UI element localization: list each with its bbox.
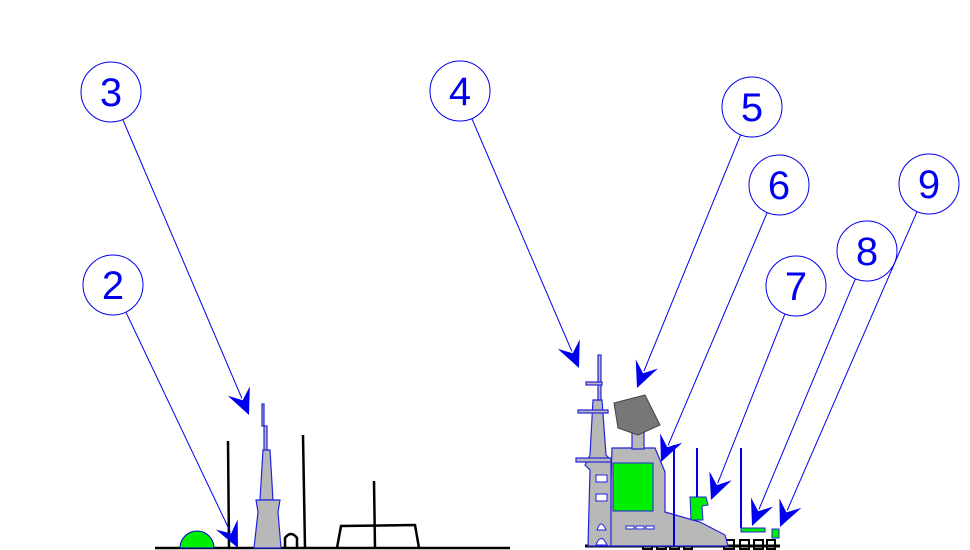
callout-label: 2 <box>102 264 124 308</box>
aft-equipment <box>689 496 709 521</box>
arrowhead-icon <box>216 519 238 548</box>
windows <box>595 474 655 546</box>
callout-label: 9 <box>918 163 940 207</box>
callout-circle <box>898 153 960 215</box>
main-mast <box>584 399 612 547</box>
mast-top <box>597 354 602 401</box>
callout-circle <box>721 76 783 138</box>
callout-label: 7 <box>785 265 807 309</box>
callout-circle <box>429 60 491 122</box>
leader-line <box>717 313 786 484</box>
mast-top <box>261 403 265 427</box>
radar-array <box>613 394 661 436</box>
leader-line <box>786 211 918 511</box>
leader-line <box>667 212 768 446</box>
callout-circle <box>82 254 144 316</box>
mast-base <box>253 499 282 549</box>
yard-arm <box>585 381 603 386</box>
callout-label: 5 <box>741 86 763 130</box>
arrowhead-icon <box>660 433 683 462</box>
leader-line <box>125 311 231 532</box>
platform <box>575 457 612 463</box>
callout-circle <box>836 220 898 282</box>
leader-line <box>643 134 742 372</box>
antenna-pole <box>301 434 307 549</box>
arrowhead-icon <box>227 386 250 415</box>
arrowhead-icon <box>709 471 732 500</box>
forward-mast <box>253 403 282 549</box>
leader-line <box>471 118 573 352</box>
arrowhead-icon <box>557 339 580 368</box>
callout-circle <box>80 61 142 123</box>
callout-label: 6 <box>768 164 790 208</box>
arrowhead-icon <box>750 497 774 526</box>
superstructure-panel <box>612 462 654 512</box>
forward-dome <box>179 530 215 549</box>
hatch <box>283 532 299 548</box>
yard-arm <box>577 409 609 414</box>
callout-label: 8 <box>856 230 878 274</box>
mast-upper <box>259 449 274 501</box>
arrowhead-icon <box>779 498 802 527</box>
antenna-pole <box>226 440 231 549</box>
callout-group: 3 2 4 56 7 89 <box>80 60 960 548</box>
callout-circle <box>765 255 827 317</box>
antenna-pole <box>372 480 377 549</box>
mast-rod <box>263 425 268 453</box>
stern-equipment <box>771 528 780 539</box>
callout-label: 4 <box>449 70 471 114</box>
callout-label: 3 <box>100 71 122 115</box>
deckhouse <box>335 523 421 549</box>
aft-platform <box>740 527 766 533</box>
antenna-poles <box>673 445 742 546</box>
arrowhead-icon <box>635 359 658 388</box>
leader-line <box>758 278 856 510</box>
aft-ship-section <box>575 354 780 550</box>
forward-ship-section <box>155 434 510 550</box>
callout-circle <box>748 154 810 216</box>
leader-line <box>122 119 243 399</box>
